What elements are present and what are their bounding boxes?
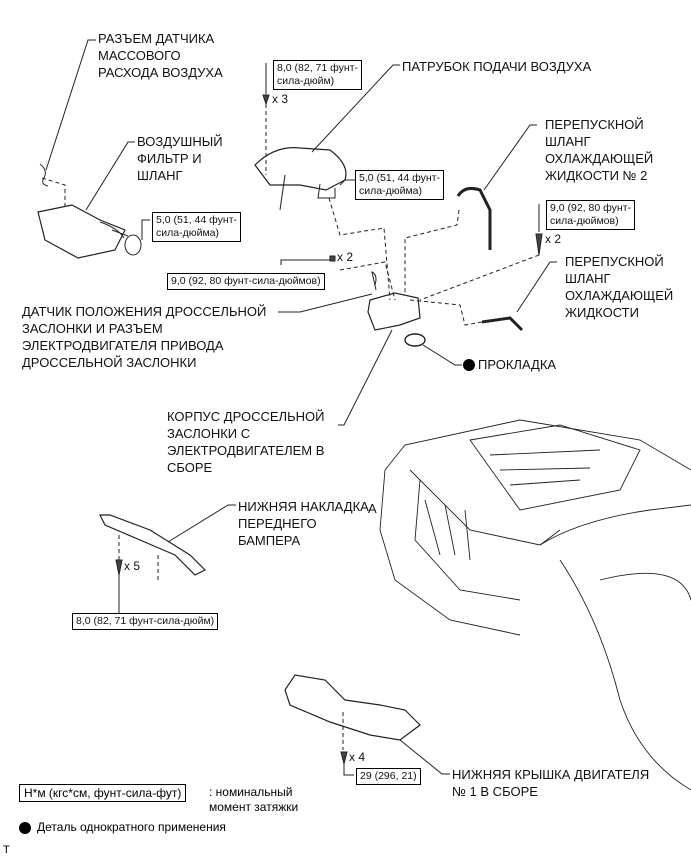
legend-torque-desc: : номинальный момент затяжки: [209, 785, 299, 814]
label-gasket: ПРОКЛАДКА: [478, 357, 557, 372]
vehicle-outline: [379, 419, 691, 791]
legend-single-use: Деталь однократного применения: [37, 820, 226, 834]
torque-inlet-clamp: 5,0 (51, 44 фунт- сила-дюйма): [355, 170, 444, 200]
torque-hose-bolts: 9,0 (92, 80 фунт- сила-дюймов): [546, 200, 635, 230]
vehicle-marker: A: [368, 501, 377, 516]
leader-hose: [516, 261, 557, 313]
footer-code: T: [3, 844, 10, 856]
torque-bracket-bolts: 9,0 (92, 80 фунт-сила-дюймов): [167, 273, 325, 290]
leader-hose2: [483, 124, 537, 191]
leader-bumper: [167, 504, 236, 543]
coolant-hose-2-shape: [456, 187, 492, 250]
air-inlet-shape: [254, 147, 347, 191]
leader-inlet: [311, 64, 400, 153]
leader-maf: [45, 39, 96, 171]
legend-torque-unit: Н*м (кгс*см, фунт-сила-фут): [19, 784, 187, 802]
qty-under-cover-bolts: x 4: [349, 750, 366, 764]
qty-bumper-bolts: x 5: [124, 559, 141, 573]
label-maf-connector: РАЗЪЕМ ДАТЧИКА МАССОВОГО РАСХОДА ВОЗДУХА: [98, 31, 223, 80]
qty-inlet-bolts: x 3: [272, 92, 289, 106]
qty-hose-bolts: x 2: [545, 232, 562, 246]
single-use-dot-icon: [19, 822, 31, 834]
bumper-cover-shape: [99, 514, 207, 576]
gasket-shape: [404, 333, 426, 347]
label-coolant-bypass-hose-2: ПЕРЕПУСКНОЙ ШЛАНГ ОХЛАЖДАЮЩЕЙ ЖИДКОСТИ №…: [545, 117, 654, 183]
label-throttle-body: КОРПУС ДРОССЕЛЬНОЙ ЗАСЛОНКИ С ЭЛЕКТРОДВИ…: [167, 409, 325, 475]
qty-bracket-bolts: x 2: [337, 250, 354, 264]
label-bumper-lower-cover: НИЖНЯЯ НАКЛАДКА ПЕРЕДНЕГО БАМПЕРА: [238, 499, 369, 548]
label-air-filter-hose: ВОЗДУШНЫЙ ФИЛЬТР И ШЛАНГ: [137, 134, 223, 183]
throttle-body-shape: [367, 292, 421, 331]
leader-gasket: [422, 344, 462, 366]
leader-tps: [278, 293, 373, 313]
single-use-dot-gasket: [463, 359, 475, 371]
leader-undercover: [399, 739, 450, 775]
label-air-inlet-pipe: ПАТРУБОК ПОДАЧИ ВОЗДУХА: [402, 59, 592, 74]
air-filter-shape: [37, 204, 126, 259]
label-coolant-bypass-hose: ПЕРЕПУСКНОЙ ШЛАНГ ОХЛАЖДАЮЩЕЙ ЖИДКОСТИ: [565, 254, 674, 320]
engine-undercover-shape: [284, 674, 421, 741]
torque-under-cover-bolts: 29 (296, 21): [356, 768, 421, 785]
leader-throttle: [338, 329, 393, 426]
label-engine-under-cover: НИЖНЯЯ КРЫШКА ДВИГАТЕЛЯ № 1 В СБОРЕ: [452, 767, 650, 799]
torque-filter-clamp: 5,0 (51, 44 фунт- сила-дюйма): [152, 212, 241, 242]
coolant-hose-shape: [481, 316, 524, 332]
torque-bumper-bolts: 8,0 (82, 71 фунт-сила-дюйм): [72, 613, 219, 630]
label-tps-connector: ДАТЧИК ПОЛОЖЕНИЯ ДРОССЕЛЬНОЙ ЗАСЛОНКИ И …: [22, 304, 267, 370]
leader-filter: [85, 141, 135, 211]
torque-inlet-bolts: 8,0 (82, 71 фунт- сила-дюйм): [273, 60, 362, 90]
